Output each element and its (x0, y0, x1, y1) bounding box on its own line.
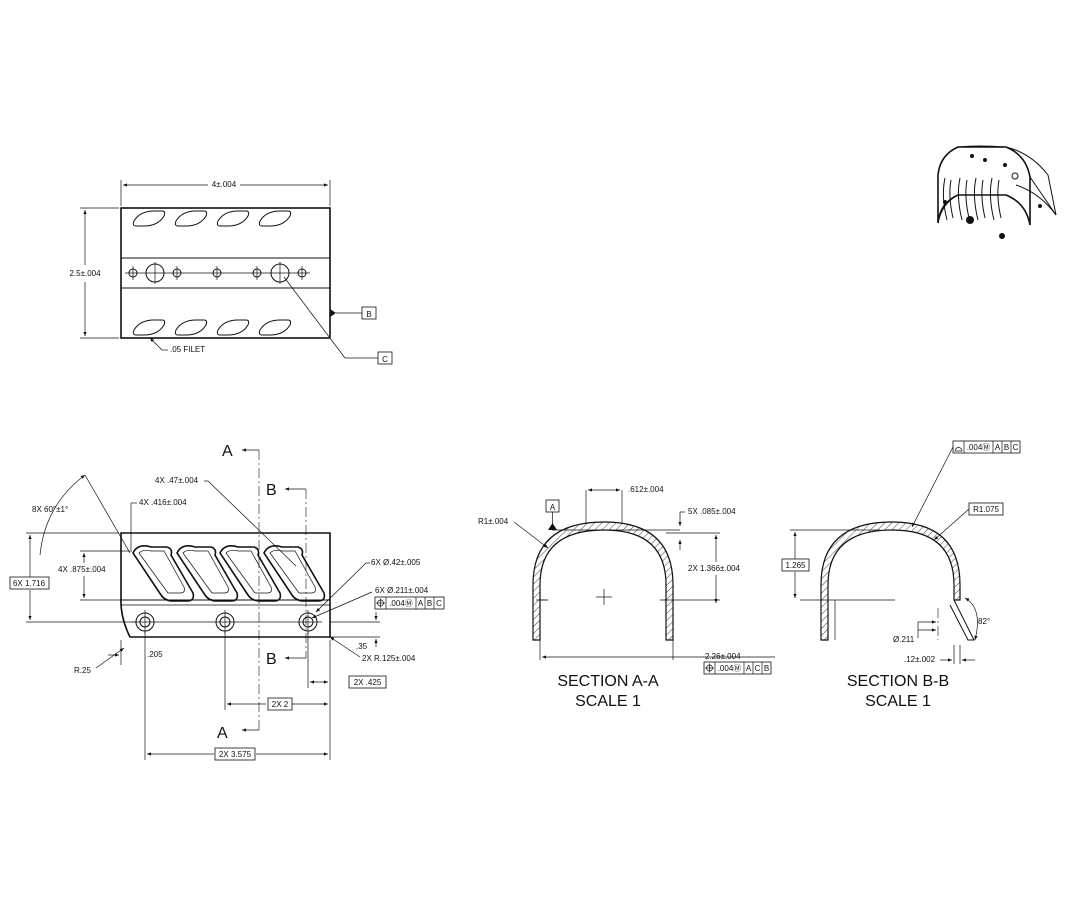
edge-radius-callout: R.25 (74, 666, 91, 675)
bb-height: 1.265 (785, 561, 806, 570)
aa-fcf-c: C (755, 664, 761, 673)
angle-note: 8X 60°±1° (32, 505, 68, 514)
aa-thickness: 5X .085±.004 (688, 507, 736, 516)
aa-title: SECTION A-A (557, 673, 659, 690)
front-fcf-tol: .004Ⓜ (389, 599, 413, 608)
slot-width-dim: 4X .47±.004 (155, 476, 199, 485)
dim-3575: 2X 3.575 (219, 750, 252, 759)
bb-angle: 82° (978, 617, 990, 626)
bb-scale: SCALE 1 (865, 693, 931, 710)
bb-fcf-tol: .004Ⓜ (967, 443, 991, 452)
small-hole-callout: 6X Ø.211±.004 (375, 586, 429, 595)
aa-width: 2.26±.004 (705, 652, 741, 661)
datum-c-label: C (382, 355, 388, 364)
top-view-holes (125, 262, 310, 284)
dim-205: .205 (147, 650, 163, 659)
dim-425: 2X .425 (354, 678, 382, 687)
front-view: A A B B 8X 60°±1° 4X .47±.004 4X .416±.0… (9, 443, 445, 761)
bb-offset: .12±.002 (904, 655, 936, 664)
aa-height: 2X 1.366±.004 (688, 564, 741, 573)
aa-top-width: .612±.004 (628, 485, 664, 494)
bb-fcf-c: C (1013, 443, 1019, 452)
datum-b-label: B (366, 310, 371, 319)
slot-height-dim: 4X .875±.004 (58, 565, 106, 574)
section-a-a: .612±.004 A R1±.004 5X .085±.004 2X 1.36… (478, 485, 775, 710)
top-width-dim: 4±.004 (212, 180, 237, 189)
corner-radius-callout: 2X R.125±.004 (362, 654, 416, 663)
aa-fcf-a: A (746, 664, 752, 673)
height-1716-dim: 6X 1.716 (13, 579, 46, 588)
dim-2: 2X 2 (272, 700, 289, 709)
top-view: 4±.004 2.5±.004 .05 FILET B C (69, 180, 393, 365)
bb-fcf-b: B (1004, 443, 1009, 452)
front-fcf-b: B (427, 599, 432, 608)
section-a-bottom-label: A (217, 725, 228, 742)
profile-icon (954, 447, 963, 452)
section-b-b: .004Ⓜ A B C R1.075 1.265 Ø.211 82° .12±.… (781, 440, 1021, 710)
aa-datum-a: A (550, 503, 556, 512)
slot-pitch-dim: 4X .416±.004 (139, 498, 187, 507)
fillet-note: .05 FILET (170, 345, 205, 354)
top-view-lower-slots (132, 319, 292, 336)
bb-fcf-a: A (995, 443, 1001, 452)
top-view-upper-slots (132, 210, 292, 227)
dim-035: .35 (356, 642, 368, 651)
aa-scale: SCALE 1 (575, 693, 641, 710)
section-b-bottom-label: B (266, 651, 277, 668)
front-fcf-c: C (436, 599, 442, 608)
bb-hole: Ø.211 (893, 635, 915, 644)
bb-radius: R1.075 (973, 505, 999, 514)
aa-feature-control-frame: .004Ⓜ A C B (703, 661, 772, 675)
section-a-top-label: A (222, 443, 233, 460)
big-hole-callout: 6X Ø.42±.005 (371, 558, 421, 567)
front-feature-control-frame: .004Ⓜ A B C (374, 596, 445, 610)
top-height-dim: 2.5±.004 (69, 269, 101, 278)
section-b-top-label: B (266, 482, 277, 499)
aa-fcf-tol: .004Ⓜ (718, 664, 742, 673)
front-view-holes (132, 610, 322, 634)
front-view-slots (132, 545, 326, 602)
bb-title: SECTION B-B (847, 673, 949, 690)
bb-feature-control-frame: .004Ⓜ A B C (952, 440, 1021, 454)
isometric-view (937, 145, 1057, 239)
front-fcf-a: A (418, 599, 424, 608)
aa-radius: R1±.004 (478, 517, 509, 526)
aa-fcf-b: B (764, 664, 769, 673)
